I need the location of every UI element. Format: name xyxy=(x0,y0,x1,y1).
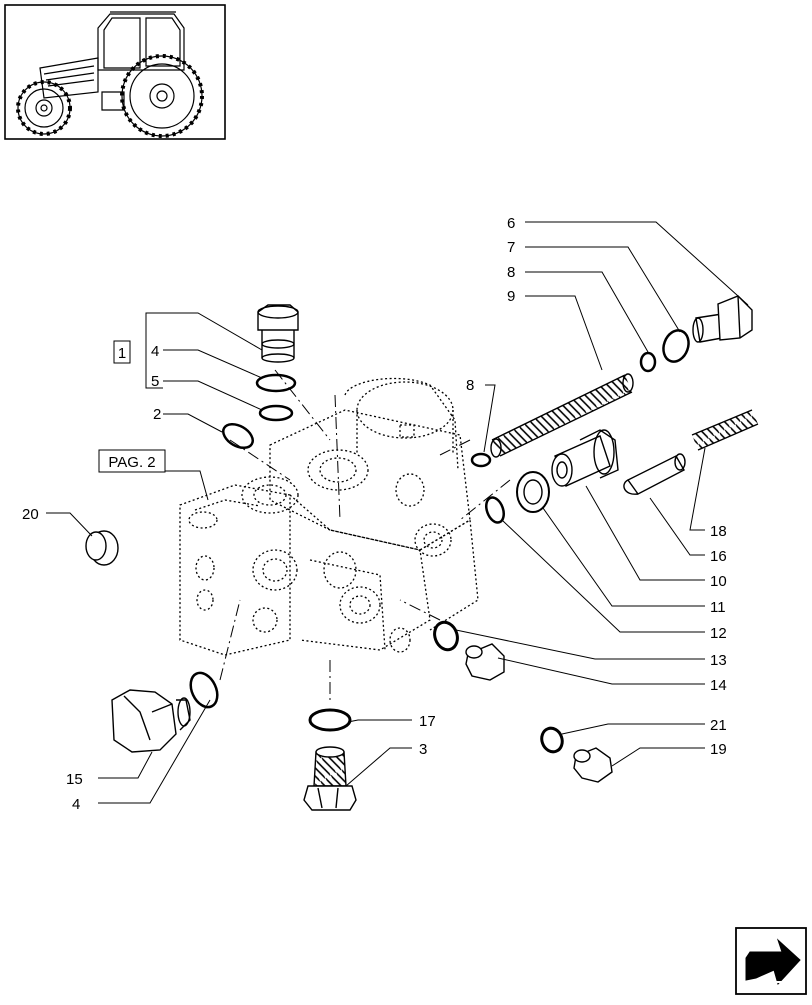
callout-20: 20 xyxy=(22,506,39,523)
washer-8-left xyxy=(470,452,492,468)
washer-17 xyxy=(308,708,352,732)
spring-9 xyxy=(490,373,634,458)
callout-11: 11 xyxy=(710,599,726,616)
o-ring-5 xyxy=(258,404,294,422)
page-reference-box[interactable]: PAG. 2 xyxy=(98,449,166,473)
callout-2: 2 xyxy=(153,406,161,423)
leader-lines xyxy=(46,221,749,804)
next-page-arrow-icon[interactable] xyxy=(735,927,807,995)
plug-6 xyxy=(692,295,753,343)
o-ring-7 xyxy=(662,329,690,363)
callout-labels: 4 5 2 20 6 7 8 9 8 18 16 10 11 12 13 14 … xyxy=(22,215,727,813)
callout-10: 10 xyxy=(710,573,727,590)
pin-16 xyxy=(623,453,686,495)
callout-15: 15 xyxy=(66,771,83,788)
callout-21: 21 xyxy=(710,717,727,734)
callout-8-left: 8 xyxy=(466,377,474,394)
callout-7: 7 xyxy=(507,239,515,256)
top-plug xyxy=(257,304,299,363)
callout-6: 6 xyxy=(507,215,515,232)
hex-plug-15 xyxy=(111,689,191,753)
washer-8-right xyxy=(639,351,657,373)
group-marker-label: 1 xyxy=(118,345,126,362)
valve-spool-10 xyxy=(551,429,619,487)
cap-20 xyxy=(85,530,119,566)
tractor-thumbnail-icon[interactable] xyxy=(4,4,226,140)
callout-19: 19 xyxy=(710,741,727,758)
callout-17: 17 xyxy=(419,713,436,730)
washer-11 xyxy=(516,471,550,513)
center-lines xyxy=(219,369,511,700)
o-ring-4-bottom xyxy=(189,671,219,709)
callout-13: 13 xyxy=(710,652,727,669)
callout-5: 5 xyxy=(151,373,159,390)
callout-3: 3 xyxy=(419,741,427,758)
group-marker-box: 1 xyxy=(113,340,131,364)
callout-8-right: 8 xyxy=(507,264,515,281)
page-reference-label: PAG. 2 xyxy=(108,454,155,471)
callout-12: 12 xyxy=(710,625,727,642)
callout-18: 18 xyxy=(710,523,727,540)
o-ring-12 xyxy=(485,496,505,524)
callout-16: 16 xyxy=(710,548,727,565)
callout-4-bottom: 4 xyxy=(72,796,80,813)
callout-9: 9 xyxy=(507,288,515,305)
callout-4-top: 4 xyxy=(151,343,159,360)
plug-19 xyxy=(573,747,613,783)
o-ring-2 xyxy=(222,422,254,450)
spring-18 xyxy=(691,409,759,451)
o-ring-4-top xyxy=(255,373,297,393)
washer-13 xyxy=(433,620,459,652)
callout-14: 14 xyxy=(710,677,727,694)
plug-14 xyxy=(465,643,505,681)
bolt-3 xyxy=(303,746,357,811)
washer-21 xyxy=(540,726,564,754)
valve-body xyxy=(179,377,479,656)
